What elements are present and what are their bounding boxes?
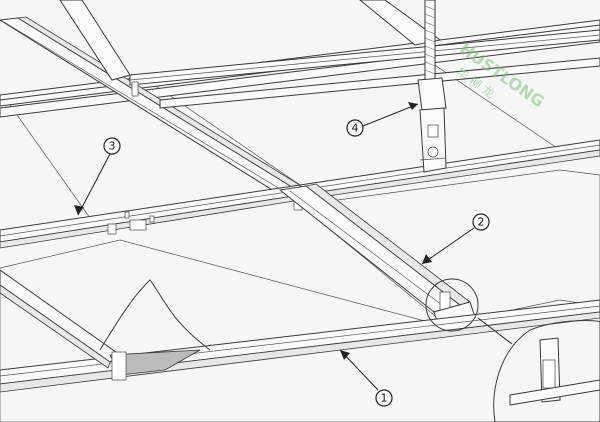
callout-3-label: 3	[109, 140, 116, 153]
cross-tee-3	[0, 184, 301, 249]
main-tee-1	[0, 269, 600, 393]
callout-2: 2	[421, 213, 490, 265]
callout-1: 1	[339, 349, 393, 407]
callout-1-label: 1	[381, 392, 388, 405]
callout-2-label: 2	[478, 216, 485, 229]
detail-zoom-circle	[425, 278, 600, 422]
callout-4: 4	[346, 102, 419, 137]
main-tee-2	[278, 183, 477, 331]
callout-3: 3	[74, 137, 121, 216]
hanger-assembly	[417, 0, 447, 173]
ceiling-tile-lifted	[99, 279, 211, 381]
upper-rails	[129, 29, 600, 109]
callout-4-label: 4	[352, 122, 359, 135]
